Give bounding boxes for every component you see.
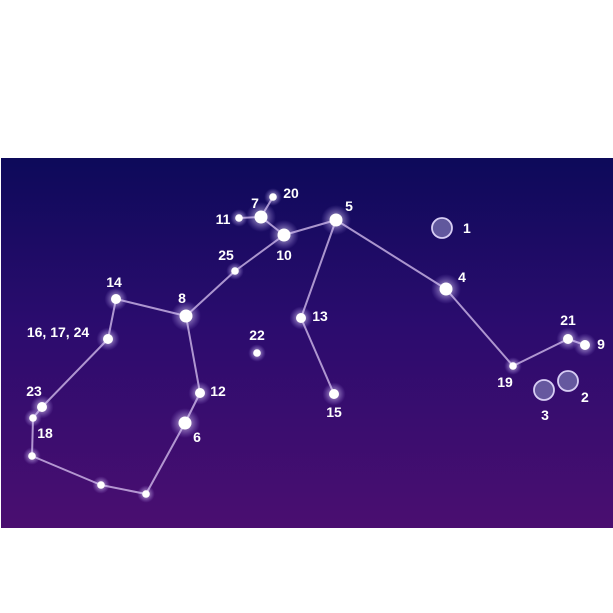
star-13: 13 (289, 306, 328, 330)
star-18: 18 (24, 409, 53, 441)
star-label: 25 (218, 247, 234, 263)
star-1: 1 (431, 217, 471, 239)
star-dot (231, 267, 239, 275)
star-dot (142, 490, 150, 498)
star-dot (329, 389, 339, 399)
star-dot (563, 334, 573, 344)
star-label: 2 (581, 389, 589, 405)
faint-star-marker (557, 370, 579, 392)
star-dot (111, 294, 121, 304)
star-label: 22 (249, 327, 265, 343)
star-B (92, 476, 110, 494)
star-label: 10 (276, 247, 292, 263)
star-dot (28, 452, 36, 460)
star-dot (235, 214, 243, 222)
star-12: 12 (188, 381, 226, 405)
star-dot (509, 362, 517, 370)
star-label: 19 (497, 374, 513, 390)
star-label: 14 (106, 274, 122, 290)
star-label: 1 (463, 220, 471, 236)
star-7: 7 (246, 195, 276, 232)
star-10: 10 (269, 220, 299, 263)
star-dot (439, 282, 453, 296)
star-label: 16, 17, 24 (27, 324, 89, 340)
star-dot (254, 210, 268, 224)
star-16: 16, 17, 24 (27, 324, 120, 351)
star-dot (195, 388, 205, 398)
faint-star-marker (533, 379, 555, 401)
star-label: 18 (37, 425, 53, 441)
constellation-line-s5-s13 (300, 219, 337, 319)
star-label: 11 (216, 211, 231, 227)
constellation-line-s13-s15 (300, 317, 335, 395)
star-label: 5 (345, 198, 353, 214)
star-C (137, 485, 155, 503)
star-23: 23 (26, 383, 54, 419)
star-label: 20 (283, 185, 299, 201)
star-4: 4 (431, 269, 466, 304)
star-15: 15 (322, 382, 346, 420)
star-label: 13 (312, 308, 328, 324)
star-label: 3 (541, 407, 549, 423)
star-dot (277, 228, 291, 242)
star-dot (253, 349, 261, 357)
star-19: 19 (497, 357, 522, 390)
star-label: 15 (326, 404, 342, 420)
star-A (23, 447, 41, 465)
star-label: 7 (251, 195, 259, 211)
star-label: 23 (26, 383, 42, 399)
star-2: 2 (557, 370, 589, 405)
star-dot (329, 213, 343, 227)
star-8: 8 (171, 290, 201, 331)
star-label: 8 (178, 290, 186, 306)
star-21: 21 (556, 312, 580, 351)
star-dot (580, 340, 590, 350)
star-22: 22 (248, 327, 266, 362)
star-label: 12 (210, 383, 226, 399)
star-dot (103, 334, 113, 344)
star-6: 6 (170, 408, 201, 445)
star-5: 5 (321, 198, 353, 235)
star-14: 14 (104, 274, 128, 311)
star-label: 6 (193, 429, 201, 445)
star-dot (97, 481, 105, 489)
star-3: 3 (533, 379, 555, 423)
constellation-line-s4-s19 (445, 288, 514, 367)
constellation-line-s16-s23 (41, 338, 109, 408)
star-dot (178, 416, 192, 430)
star-dot (179, 309, 193, 323)
star-dot (269, 193, 277, 201)
star-dot (37, 402, 47, 412)
star-dot (296, 313, 306, 323)
constellation-line-sA-sB (31, 455, 102, 486)
star-dot (29, 414, 37, 422)
constellation-line-s5-s4 (335, 219, 447, 290)
star-25: 25 (218, 247, 244, 280)
faint-star-marker (431, 217, 453, 239)
star-label: 9 (597, 336, 605, 352)
star-20: 20 (264, 185, 299, 206)
star-11: 11 (216, 209, 248, 227)
star-label: 21 (560, 312, 576, 328)
star-label: 4 (458, 269, 466, 285)
